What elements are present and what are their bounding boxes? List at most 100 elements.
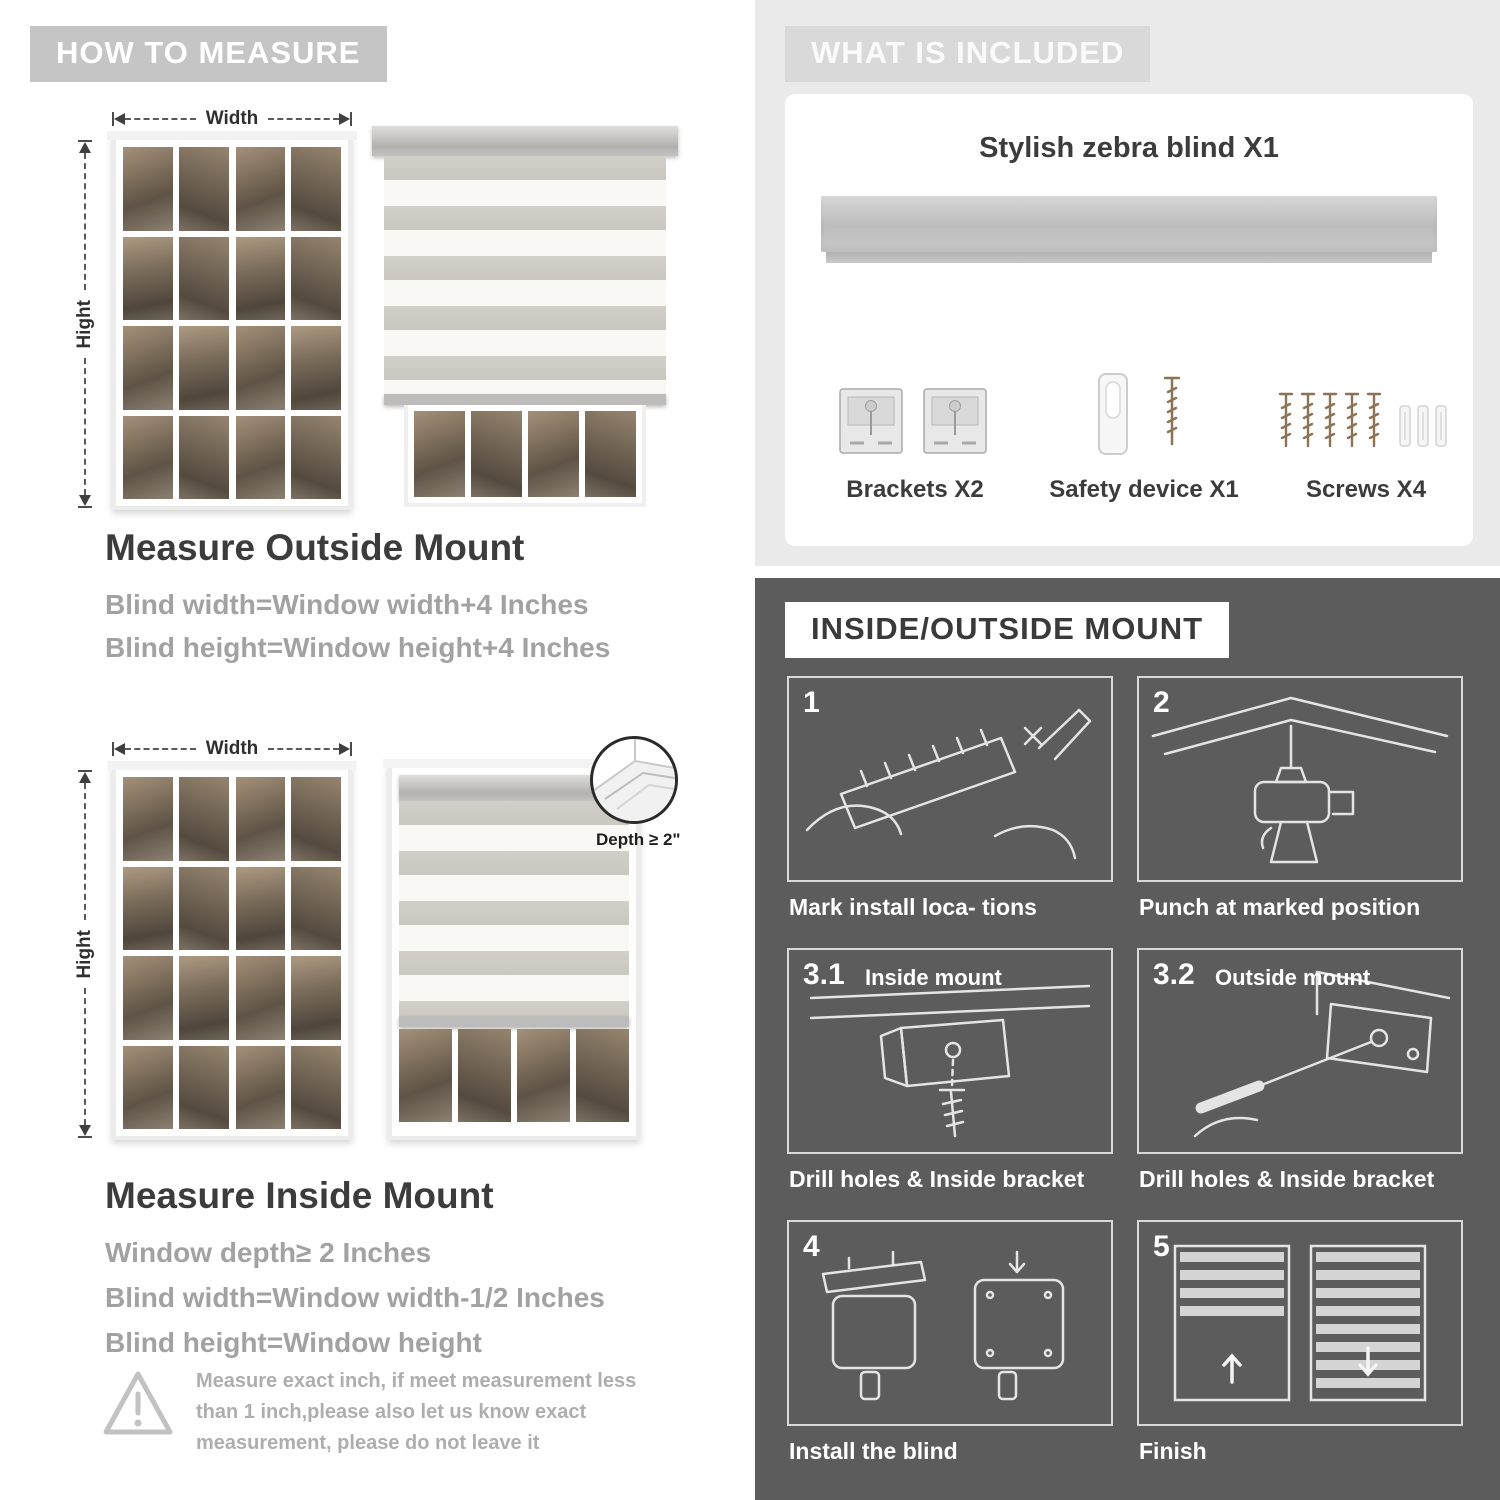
arrow-cap [78, 506, 92, 509]
mount-instructions-section: INSIDE/OUTSIDE MOUNT [755, 578, 1500, 1500]
arrowhead-left-icon [114, 743, 125, 755]
arrowhead-up-icon [79, 772, 91, 783]
step-caption: Drill holes & Inside bracket [789, 1166, 1085, 1192]
arrow-dash [125, 118, 196, 120]
included-item-brackets: Brackets X2 [811, 332, 1019, 504]
arrow-cap [112, 112, 114, 126]
step-sub-label: Inside mount [865, 965, 1002, 990]
brackets-icon-area [811, 332, 1019, 460]
step-sub-label: Outside mount [1215, 965, 1371, 990]
window-illustration-outside [107, 131, 357, 510]
window-pane [123, 1045, 173, 1129]
window-pane [178, 777, 229, 861]
mount-step-1: 1 Mark install loca- tions [787, 676, 1113, 948]
window-pane [471, 411, 522, 497]
window-below-blind [404, 405, 646, 507]
window-pane [585, 411, 636, 497]
blind-headrail [372, 126, 678, 156]
arrow-dash [84, 358, 86, 496]
window-pane [123, 326, 173, 410]
measurement-warning: Measure exact inch, if meet measurement … [98, 1366, 666, 1459]
window-sash [399, 1029, 511, 1122]
window-sash [235, 777, 341, 1129]
included-item-safety-device: Safety device X1 [1031, 332, 1257, 504]
brackets-icon [838, 387, 988, 455]
window-sash [517, 1029, 629, 1122]
drill-illustration-icon [1151, 696, 1449, 864]
arrow-dash [268, 748, 339, 750]
step-panel: 3.1 Inside mount [787, 948, 1113, 1154]
window-pane [517, 1029, 570, 1122]
arrowhead-down-icon [79, 1125, 91, 1137]
width-label: Width [205, 108, 259, 129]
arrow-cap [78, 140, 92, 142]
zebra-blind-outside-illustration [372, 126, 678, 507]
inside-mount-title: Measure Inside Mount [105, 1175, 494, 1216]
safety-device-icon [1098, 373, 1181, 455]
safety-device-label: Safety device X1 [1049, 476, 1239, 503]
arrow-cap [350, 112, 352, 126]
window-corner-detail-icon [593, 739, 675, 821]
step-number: 3.1 [803, 958, 845, 991]
blind-fabric-stripes [399, 801, 629, 1016]
arrow-dash [84, 988, 86, 1126]
window-pane [235, 1045, 286, 1129]
step-number: 4 [803, 1230, 820, 1263]
window-pane [528, 411, 579, 497]
window-pane [414, 411, 465, 497]
window-pane [178, 956, 229, 1040]
window-pane [399, 1029, 452, 1122]
width-arrow-inside: Width [112, 738, 352, 760]
measurement-note-text: Measure exact inch, if meet measurement … [196, 1370, 637, 1454]
window-pane [123, 866, 173, 950]
step-number: 2 [1153, 686, 1170, 719]
screws-label: Screws X4 [1305, 476, 1427, 503]
screws-icon [1278, 392, 1447, 448]
arrow-cap [350, 742, 352, 756]
window-pane [235, 777, 286, 861]
window-sash [123, 777, 229, 1129]
window-sash [123, 147, 229, 499]
inside-mount-rule-2: Blind width=Window width-1/2 Inches [105, 1282, 605, 1313]
window-pane [178, 415, 229, 499]
window-pane [291, 147, 341, 231]
window-pane [235, 866, 286, 950]
mount-step-3-1: 3.1 Inside mount Drill holes & Inside br… [787, 948, 1113, 1220]
width-arrow-outside: Width [112, 108, 352, 130]
step-caption: Finish [1139, 1438, 1207, 1464]
how-to-measure-header: HOW TO MEASURE [30, 26, 387, 82]
inside-mount-rule-1: Window depth≥ 2 Inches [105, 1237, 432, 1268]
step-panel: 1 [787, 676, 1113, 882]
zebra-blind-inside-illustration [399, 775, 629, 1027]
arrowhead-left-icon [114, 113, 125, 125]
arrow-cap [78, 770, 92, 772]
step-caption: Mark install loca- tions [789, 894, 1037, 920]
included-items-card: Stylish zebra blind X1 [785, 94, 1473, 546]
arrow-cap [112, 742, 114, 756]
window-pane [235, 415, 286, 499]
window-pane [291, 956, 341, 1040]
window-with-inside-blind [383, 759, 645, 1140]
window-pane [235, 236, 286, 320]
window-pane [291, 866, 341, 950]
arrow-dash [84, 783, 86, 920]
finish-illustration-icon [1173, 1244, 1427, 1402]
window-sash [414, 411, 522, 497]
window-illustration-inside [107, 761, 357, 1140]
outside-mount-title: Measure Outside Mount [105, 527, 525, 568]
zebra-blind-headrail-illustration [821, 196, 1437, 263]
outside-bracket-illustration-icon [1193, 970, 1451, 1138]
step-number: 1 [803, 686, 820, 719]
window-pane [178, 147, 229, 231]
product-label: Stylish zebra blind X1 [979, 132, 1279, 164]
included-item-screws: Screws X4 [1271, 332, 1461, 504]
window-pane [178, 326, 229, 410]
height-label: Hight [74, 929, 95, 979]
mount-step-4: 4 Install the blind [787, 1220, 1113, 1492]
width-label: Width [205, 738, 259, 759]
window-pane [291, 236, 341, 320]
depth-detail-circle [590, 736, 678, 824]
window-pane [123, 415, 173, 499]
window-pane [291, 415, 341, 499]
arrowhead-up-icon [79, 142, 91, 153]
